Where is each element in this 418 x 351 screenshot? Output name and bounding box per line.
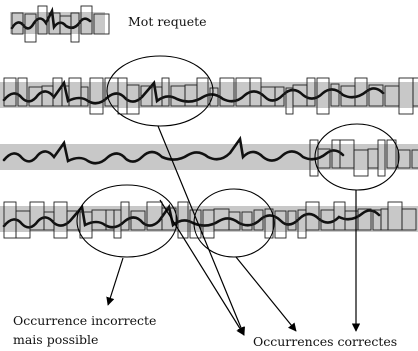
occurrence-ellipse-4 — [193, 188, 275, 258]
glyph-box — [317, 148, 331, 169]
glyph-box — [80, 86, 89, 107]
occurrence-ellipse-1 — [106, 55, 214, 127]
glyph-box — [126, 84, 140, 115]
glyph-box — [228, 211, 241, 231]
glyph-box — [241, 211, 253, 231]
glyph-box — [264, 208, 274, 239]
glyph-box — [368, 84, 384, 107]
glyph-box — [287, 210, 297, 231]
text-line-3 — [0, 201, 418, 239]
glyph-box — [316, 77, 330, 115]
glyph-box — [411, 149, 418, 169]
incorrect-occurrence-label: Occurrence incorrecte mais possible — [13, 313, 156, 347]
glyph-box — [120, 201, 130, 231]
glyph-box — [377, 139, 386, 177]
query-word-image — [10, 5, 110, 43]
correct-occurrences-label: Occurrences correctes — [253, 334, 398, 349]
arrow-from-ellipse-3 — [159, 199, 245, 336]
glyph-box — [80, 5, 93, 35]
glyph-box — [3, 77, 17, 107]
glyph-box — [357, 208, 372, 231]
glyph-box — [37, 5, 48, 35]
glyph-box — [130, 210, 146, 231]
text-line-2 — [0, 135, 418, 177]
glyph-box — [24, 13, 37, 43]
glyph-box — [306, 77, 316, 107]
glyph-box — [386, 139, 397, 169]
glyph-box — [93, 13, 110, 35]
glyph-box — [161, 207, 177, 231]
occurrence-ellipse-3 — [76, 184, 178, 258]
arrow-from-ellipse-4 — [235, 256, 297, 332]
glyph-box — [17, 77, 28, 107]
glyph-box — [253, 209, 264, 231]
glyph-box — [274, 210, 287, 239]
glyph-box — [397, 149, 411, 169]
query-word-label: Mot requete — [128, 14, 207, 29]
occurrence-ellipse-2 — [314, 123, 400, 191]
glyph-box — [196, 77, 209, 107]
incorrect-label-line-1: Occurrence incorrecte — [13, 313, 157, 328]
glyph-box — [219, 77, 235, 107]
glyph-box — [70, 12, 80, 43]
glyph-box — [11, 12, 24, 35]
text-line-1 — [0, 77, 418, 115]
glyph-box — [330, 83, 340, 107]
glyph-box — [401, 208, 417, 231]
glyph-box — [354, 77, 368, 107]
glyph-box — [161, 77, 170, 107]
arrow-to-incorrect — [106, 257, 124, 306]
glyph-box — [305, 201, 320, 231]
glyph-box — [89, 77, 104, 115]
glyph-box — [274, 86, 285, 107]
arrow-from-ellipse-1 — [157, 125, 246, 336]
glyph-box — [209, 87, 219, 107]
incorrect-label-line-2: mais possible — [13, 332, 99, 347]
glyph-box — [189, 209, 202, 239]
